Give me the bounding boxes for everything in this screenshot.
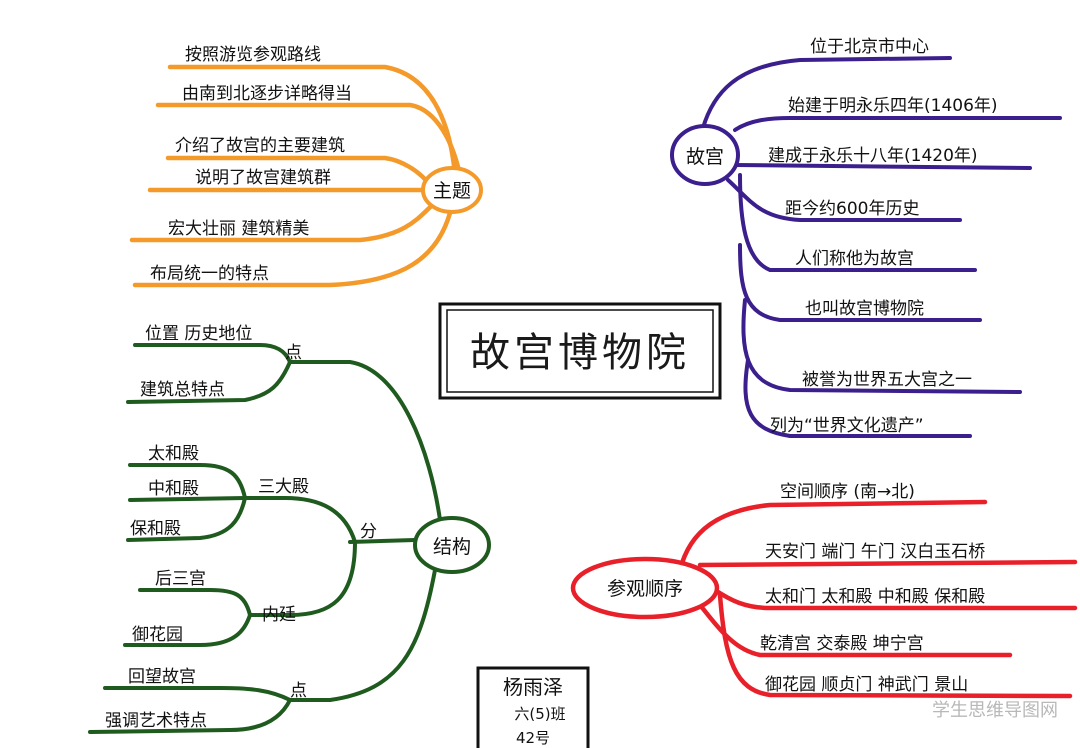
structure-bottom-item-link-1 — [103, 686, 292, 702]
sandian-item-2: 中和殿 — [148, 479, 199, 499]
gugong-item-8: 列为“世界文化遗产” — [770, 416, 924, 436]
order-item-2: 天安门 端门 午门 汉白玉石桥 — [765, 542, 985, 562]
order-node[interactable] — [570, 556, 720, 620]
theme-node-label: 主题 — [433, 180, 471, 202]
structure-link-bottom — [288, 568, 437, 702]
neiting-link-1 — [138, 588, 252, 617]
theme-link-2 — [155, 102, 463, 178]
order-item-5: 御花园 顺贞门 神武门 景山 — [765, 675, 968, 695]
order-item-3: 太和门 太和殿 中和殿 保和殿 — [765, 587, 985, 607]
structure-bottom-label: 点 — [290, 681, 307, 701]
order-item-4: 乾清宫 交泰殿 坤宁宫 — [760, 634, 924, 654]
gugong-item-4: 距今约600年历史 — [785, 199, 919, 219]
sandian-label: 三大殿 — [258, 477, 309, 497]
structure-top-item-1: 位置 历史地位 — [145, 324, 252, 344]
structure-link-mid — [348, 538, 417, 544]
signature-number: 42号 — [516, 729, 550, 747]
gugong-item-5: 人们称他为故宫 — [795, 249, 914, 269]
center-title-box — [438, 302, 722, 400]
theme-node[interactable] — [421, 166, 483, 214]
structure-node[interactable] — [413, 516, 491, 574]
signature-class: 六(5)班 — [514, 705, 565, 723]
order-link-4 — [697, 602, 1013, 658]
structure-bottom-item-link-2 — [88, 698, 292, 734]
structure-top-item-link-2 — [126, 360, 292, 404]
structure-top-label: 点 — [285, 343, 302, 363]
center-title: 故宫博物院 — [470, 330, 690, 376]
order-link-1 — [677, 499, 988, 573]
sandian-item-1: 太和殿 — [148, 444, 199, 464]
signature-box — [476, 666, 590, 748]
theme-item-5: 宏大壮丽 建筑精美 — [168, 219, 309, 239]
gugong-link-2 — [733, 116, 1062, 132]
structure-top-item-link-1 — [133, 343, 292, 364]
order-link-5 — [717, 592, 1073, 699]
gugong-link-5 — [738, 173, 977, 272]
structure-bottom-item-1: 回望故宫 — [128, 667, 196, 687]
gugong-node[interactable] — [670, 124, 740, 186]
gugong-item-3: 建成于永乐十八年(1420年) — [768, 146, 978, 166]
theme-link-6 — [132, 202, 455, 288]
gugong-link-1 — [698, 56, 952, 142]
neiting-link-2 — [123, 613, 252, 647]
order-link-2 — [697, 559, 1078, 568]
structure-node-label: 结构 — [433, 536, 471, 558]
neiting-item-1: 后三宫 — [155, 569, 206, 589]
structure-mid-label: 分 — [360, 522, 377, 542]
gugong-link-3 — [733, 163, 1032, 170]
gugong-item-2: 始建于明永乐四年(1406年) — [788, 96, 998, 116]
gugong-item-7: 被誉为世界五大宫之一 — [802, 370, 972, 390]
structure-top-item-2: 建筑总特点 — [140, 380, 225, 400]
theme-item-4: 说明了故宫建筑群 — [195, 168, 331, 188]
gugong-item-1: 位于北京市中心 — [810, 37, 929, 57]
gugong-item-6: 也叫故宫博物院 — [805, 299, 924, 319]
watermark-text: 学生思维导图网 — [932, 700, 1058, 721]
sandian-link-1 — [128, 463, 247, 500]
theme-item-1: 按照游览参观路线 — [185, 45, 321, 65]
gugong-link-7 — [741, 298, 1022, 394]
structure-mid-link-3dian — [243, 496, 357, 544]
structure-bottom-item-2: 强调艺术特点 — [105, 711, 207, 731]
order-branch — [677, 499, 1078, 699]
sandian-link-3 — [126, 496, 247, 542]
gugong-link-4 — [726, 178, 962, 222]
theme-item-6: 布局统一的特点 — [150, 264, 269, 284]
neiting-label: 内廷 — [262, 605, 296, 625]
gugong-branch — [698, 56, 1062, 438]
order-item-1: 空间顺序 (南→北) — [780, 482, 915, 502]
order-node-label: 参观顺序 — [607, 578, 683, 600]
structure-mid-link-neiting — [248, 540, 357, 617]
signature-name: 杨雨泽 — [503, 675, 563, 699]
theme-item-3: 介绍了故宫的主要建筑 — [175, 136, 345, 156]
gugong-node-label: 故宫 — [686, 146, 724, 168]
structure-link-top — [288, 360, 442, 522]
structure-branch — [88, 343, 442, 734]
gugong-link-6 — [738, 243, 982, 322]
theme-item-2: 由南到北逐步详略得当 — [182, 84, 352, 104]
gugong-link-8 — [743, 358, 972, 438]
neiting-item-2: 御花园 — [132, 625, 183, 645]
sandian-link-2 — [128, 496, 247, 502]
sandian-item-3: 保和殿 — [130, 519, 181, 539]
